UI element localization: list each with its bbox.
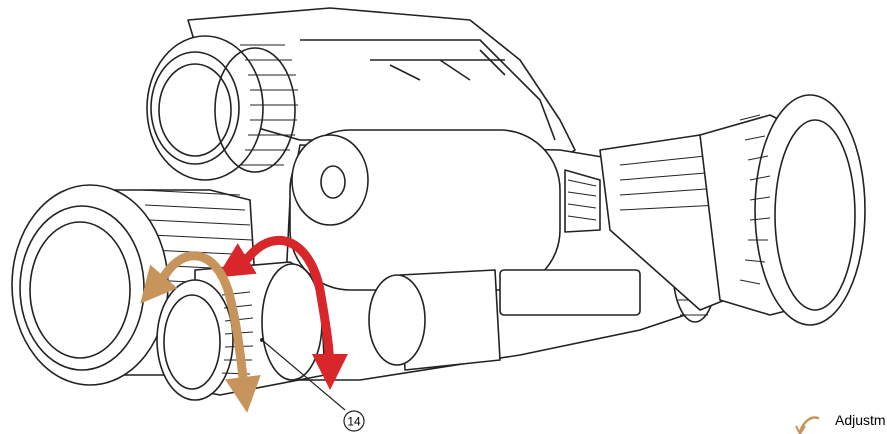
callout-14: 14: [343, 410, 365, 432]
callout-leader-line: [261, 339, 346, 411]
rotation-arrow-red: [243, 236, 348, 390]
rotation-arrow-tan-tail: [140, 264, 178, 304]
top-lens: [146, 35, 298, 181]
legend-arrow-icon: [798, 416, 820, 434]
rotation-arrow-tan: [160, 251, 261, 413]
eyepiece: [599, 94, 866, 326]
callout-number: 14: [347, 415, 361, 429]
legend-arrow-icon-head: [795, 425, 806, 434]
legend-label: Adjustm: [835, 412, 886, 428]
callout-leader-dot: [260, 338, 264, 342]
rotation-arrow-red-tail: [216, 243, 257, 278]
